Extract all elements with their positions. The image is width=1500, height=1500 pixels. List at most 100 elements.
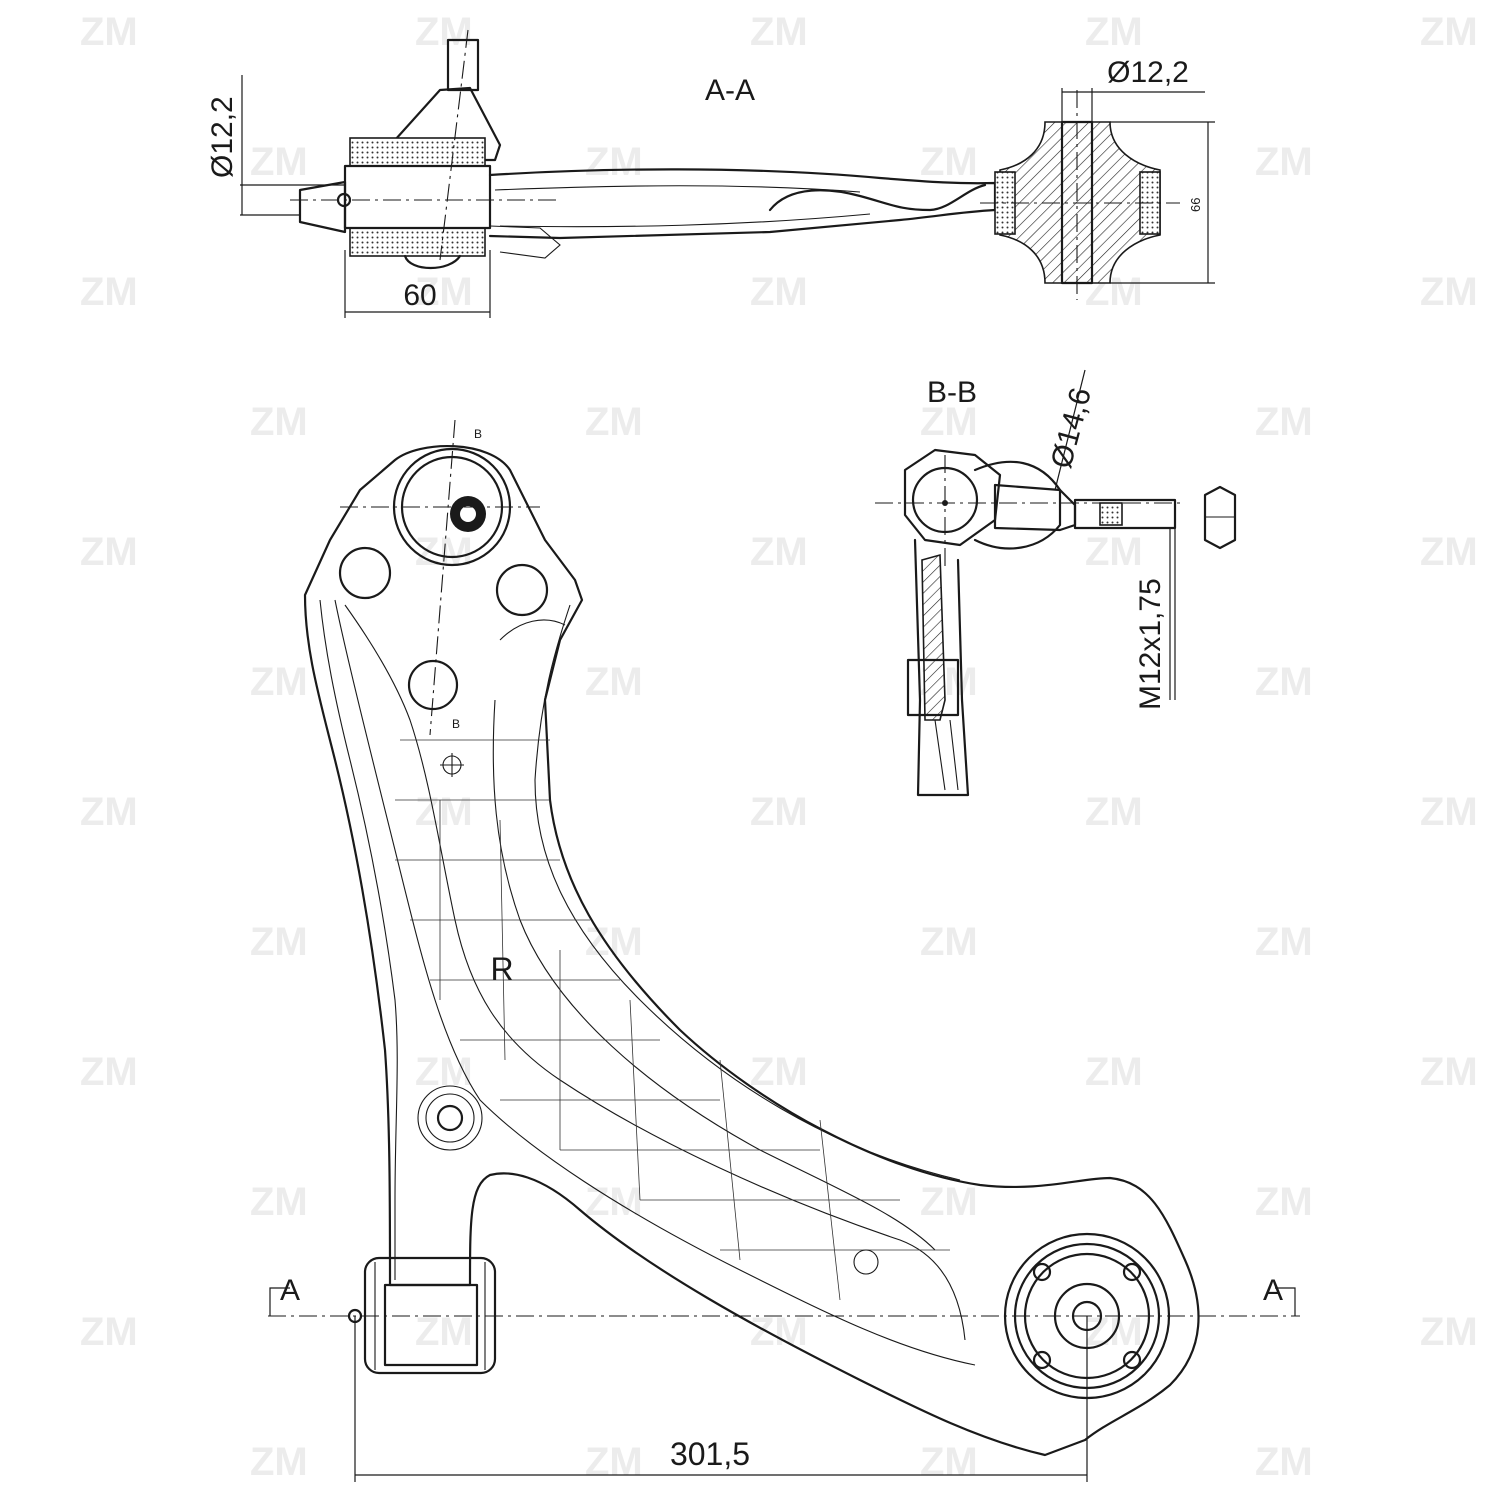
section-b-top-label: B bbox=[474, 427, 482, 441]
bb-thread-hatch bbox=[1099, 502, 1123, 526]
boss-outer bbox=[417, 1085, 483, 1151]
watermark-text: ZM bbox=[750, 790, 808, 834]
section-aa-title: A-A bbox=[705, 74, 755, 107]
watermark-text: ZM bbox=[920, 140, 978, 184]
rear-bushing-hole-4 bbox=[1122, 1350, 1142, 1370]
arm-section-lines bbox=[395, 739, 950, 1251]
watermark-text: ZM bbox=[750, 10, 808, 54]
arm-contour-lines bbox=[439, 800, 841, 1301]
watermark-text: ZM bbox=[1085, 10, 1143, 54]
section-a-left-arrow bbox=[269, 1287, 290, 1316]
watermark-text: ZM bbox=[80, 270, 138, 314]
aa-lower-bracket bbox=[489, 225, 561, 259]
section-a-right-arrow bbox=[1275, 1287, 1296, 1316]
arm-rib-1 bbox=[334, 599, 976, 1366]
section-b-line bbox=[429, 419, 456, 736]
aa-stud-centerline bbox=[439, 29, 469, 261]
rear-bushing-hole-2 bbox=[1122, 1262, 1142, 1282]
aa-lower-boot bbox=[403, 254, 462, 269]
aa-dim-left-diameter: Ø12,2 bbox=[206, 96, 239, 178]
watermark-text: ZM bbox=[1255, 1440, 1313, 1484]
bb-arm-hatch bbox=[921, 553, 946, 721]
section-b-bottom-label: B bbox=[452, 717, 460, 731]
front-bushing-sleeve bbox=[383, 1283, 479, 1367]
boss-mid bbox=[425, 1093, 475, 1143]
bb-nut bbox=[1203, 485, 1237, 550]
watermark-text: ZM bbox=[750, 1050, 808, 1094]
aa-left-bushing-sleeve bbox=[343, 164, 492, 230]
watermark-text: ZM bbox=[415, 790, 473, 834]
watermark-text: ZM bbox=[415, 1310, 473, 1354]
watermark-text: ZM bbox=[585, 1180, 643, 1224]
watermark-text: ZM bbox=[1420, 10, 1478, 54]
rear-bushing-hole-1 bbox=[1032, 1262, 1052, 1282]
watermark-text: ZM bbox=[920, 1180, 978, 1224]
watermark-text: ZM bbox=[415, 10, 473, 54]
arm-inner-flange-right bbox=[534, 604, 961, 1181]
aa-ball-stud bbox=[446, 38, 480, 92]
watermark-text: ZM bbox=[80, 1310, 138, 1354]
watermark-text: ZM bbox=[750, 1310, 808, 1354]
bb-dim-stud-diameter: Ø14,6 bbox=[1045, 384, 1098, 471]
watermark-text: ZM bbox=[250, 660, 308, 704]
arm-rib-2 bbox=[344, 604, 966, 1341]
watermark-text: ZM bbox=[1255, 140, 1313, 184]
watermark-text: ZM bbox=[1255, 400, 1313, 444]
mount-hole-left bbox=[338, 546, 392, 600]
bb-arm-bracket bbox=[906, 658, 960, 717]
watermark-text: ZM bbox=[1255, 660, 1313, 704]
bb-dim-thread: M12x1,75 bbox=[1134, 578, 1167, 710]
aa-arm-body bbox=[488, 168, 997, 240]
watermark-text: ZM bbox=[1420, 270, 1478, 314]
arm-rib-3 bbox=[492, 619, 936, 1251]
section-a-right-label: A bbox=[1263, 1274, 1283, 1307]
section-aa-view: A-A Ø12,2 60 bbox=[206, 29, 1215, 318]
watermark-text: ZM bbox=[250, 1440, 308, 1484]
aa-dim-right-diameter: Ø12,2 bbox=[1107, 56, 1189, 89]
watermark-text: ZM bbox=[1255, 920, 1313, 964]
aa-left-bushing-top-rubber bbox=[349, 137, 486, 167]
aa-arm-rib bbox=[768, 183, 987, 212]
aa-arm-edge bbox=[494, 185, 871, 228]
watermark-text: ZM bbox=[1420, 790, 1478, 834]
watermark-text: ZM bbox=[585, 1440, 643, 1484]
watermark-text: ZM bbox=[80, 530, 138, 574]
watermark-text: ZM bbox=[250, 1180, 308, 1224]
watermark-text: ZM bbox=[920, 920, 978, 964]
watermark-text: ZM bbox=[585, 400, 643, 444]
mount-hole-right bbox=[495, 563, 549, 617]
watermark-text: ZM bbox=[585, 660, 643, 704]
watermark-text: ZM bbox=[585, 140, 643, 184]
watermark-text: ZM bbox=[920, 400, 978, 444]
watermark-text: ZM bbox=[415, 270, 473, 314]
aa-left-tip bbox=[298, 180, 347, 234]
watermark-text: ZM bbox=[750, 270, 808, 314]
mount-hole-lower bbox=[407, 659, 459, 711]
watermark-text: ZM bbox=[1085, 1050, 1143, 1094]
watermark-text: ZM bbox=[250, 920, 308, 964]
aa-left-bushing-bottom-rubber bbox=[349, 227, 486, 257]
watermark-text: ZM bbox=[750, 530, 808, 574]
rear-bushing-hole-3 bbox=[1032, 1350, 1052, 1370]
watermark-text: ZM bbox=[920, 1440, 978, 1484]
watermark-text: ZM bbox=[80, 790, 138, 834]
watermark-text: ZM bbox=[80, 1050, 138, 1094]
watermark-text: ZM bbox=[1420, 1050, 1478, 1094]
bb-arm-section bbox=[913, 538, 970, 797]
bb-stud-taper bbox=[993, 483, 1077, 532]
watermark-text: ZM bbox=[1085, 530, 1143, 574]
dim-length: 301,5 bbox=[670, 1436, 750, 1472]
watermark-text: ZM bbox=[80, 10, 138, 54]
plan-view: B B R A A 301,5 bbox=[268, 419, 1300, 1482]
side-mark: R bbox=[490, 951, 513, 987]
watermark-text: ZM bbox=[250, 140, 308, 184]
boss-hole bbox=[436, 1104, 464, 1132]
small-hole-2 bbox=[853, 1249, 879, 1275]
aa-dim-height: 66 bbox=[1188, 198, 1203, 212]
arm-outline bbox=[303, 445, 1200, 1457]
watermark-text: ZM bbox=[585, 920, 643, 964]
ball-joint-stud-hole bbox=[460, 506, 476, 522]
section-bb-title: B-B bbox=[927, 376, 977, 409]
